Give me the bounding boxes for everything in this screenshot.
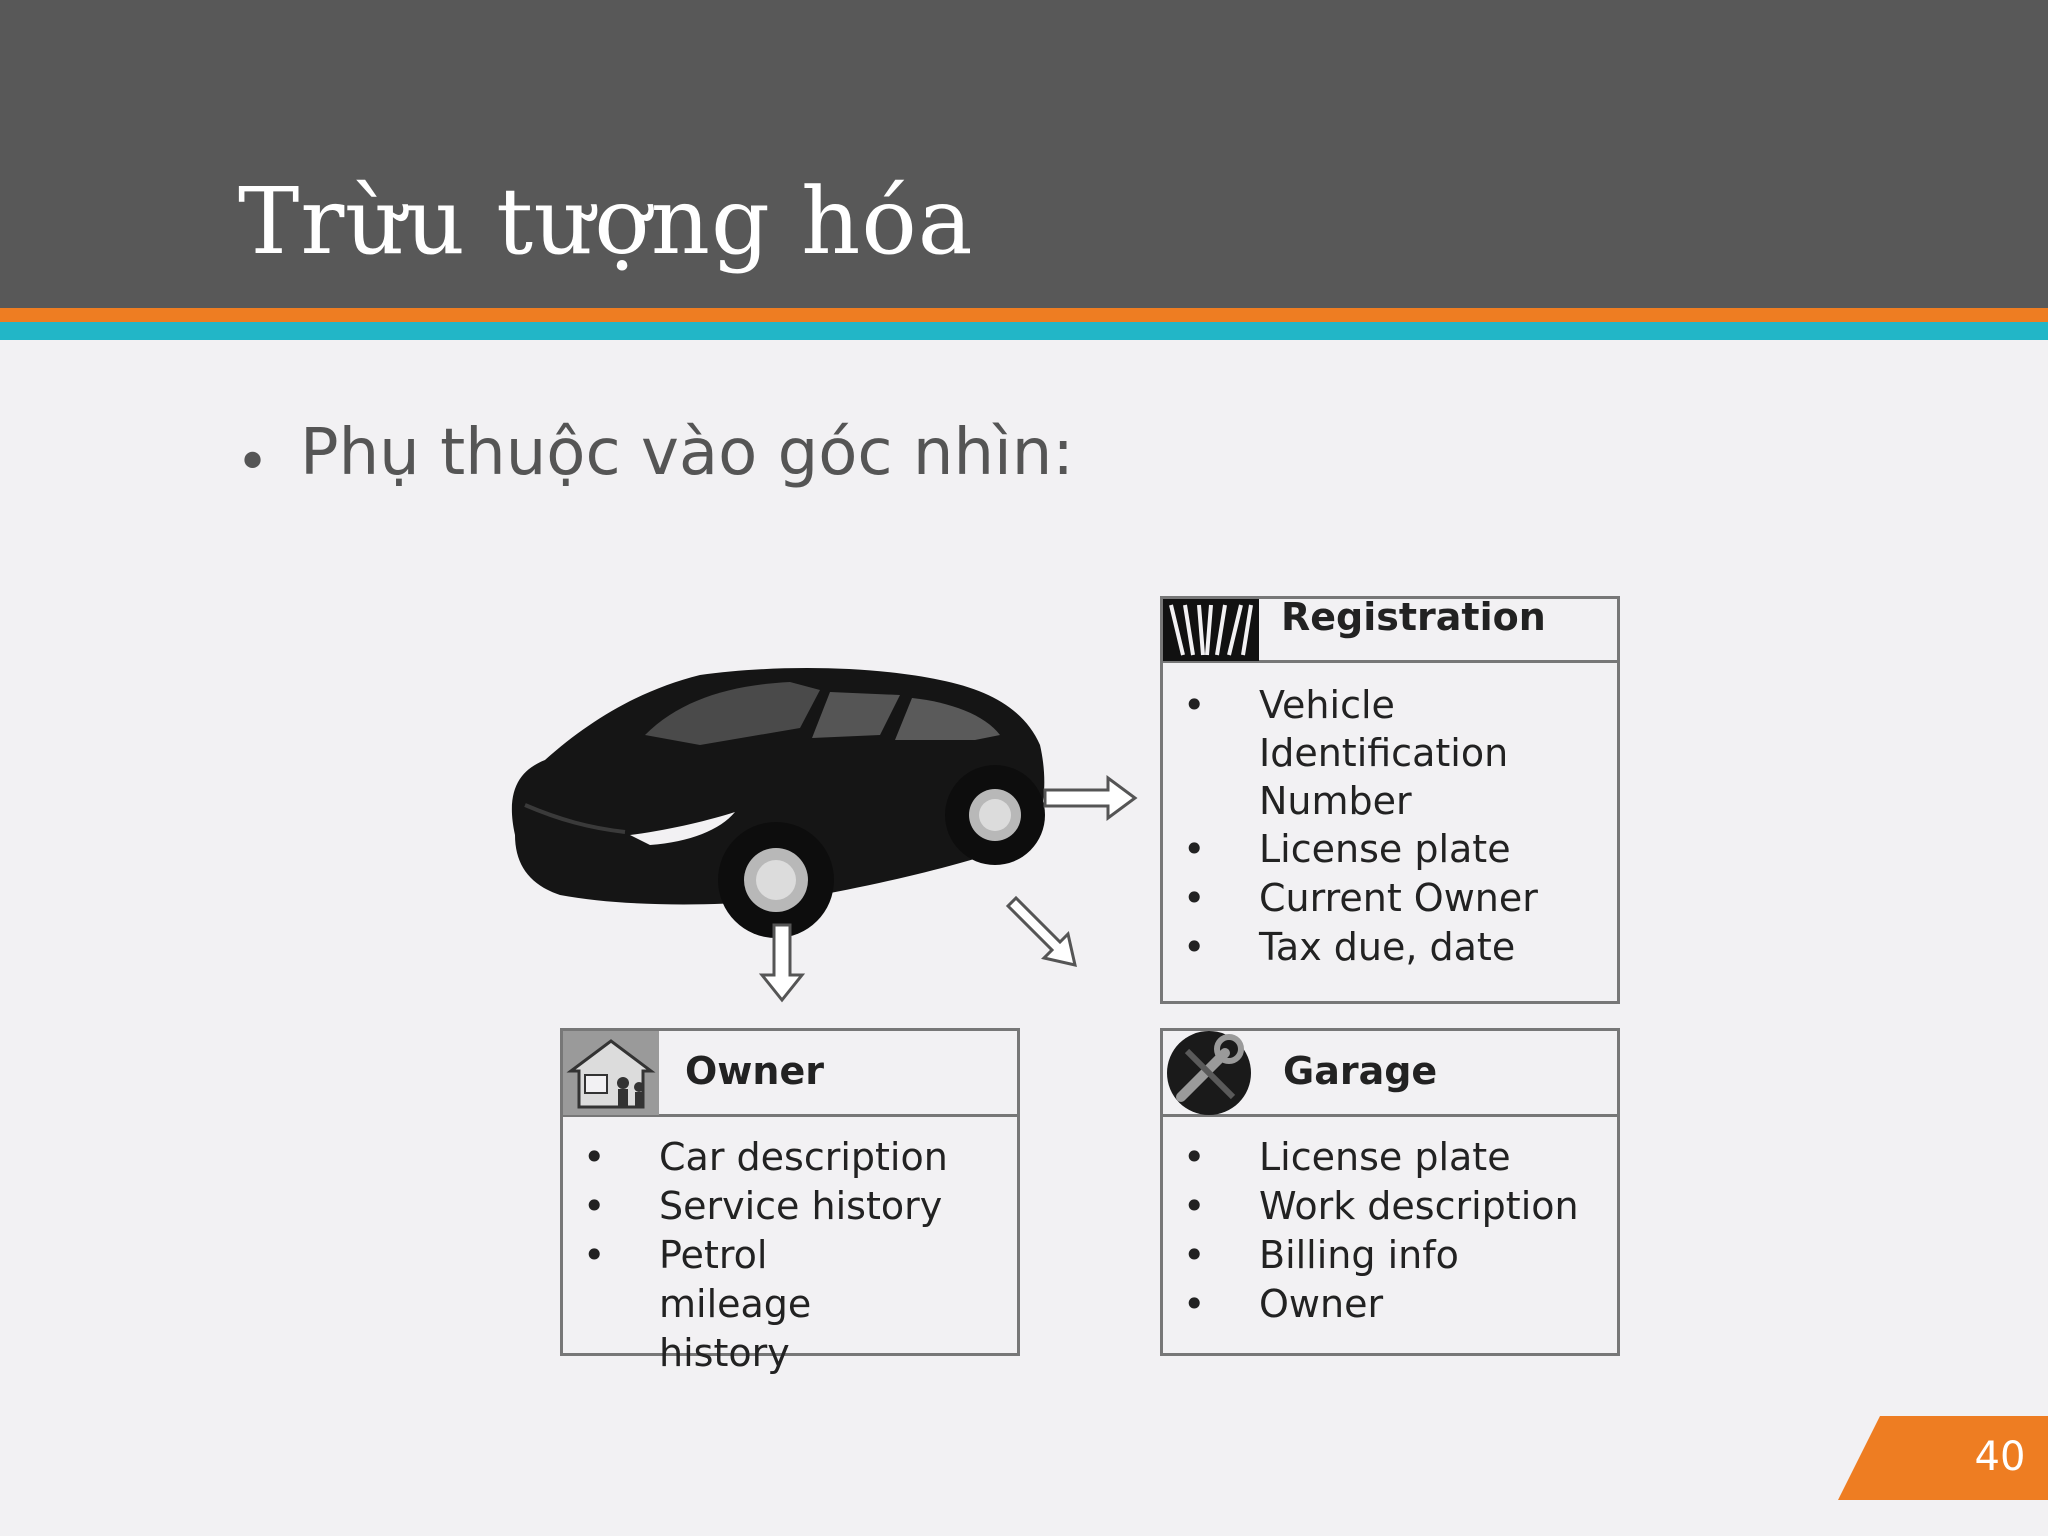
- list-item: Petrol mileage history: [563, 1231, 919, 1378]
- bullet-text: Phụ thuộc vào góc nhìn:: [300, 416, 1074, 490]
- garage-list: License plate Work description Billing i…: [1163, 1133, 1603, 1329]
- list-item: Car description: [563, 1133, 1003, 1182]
- list-item: License plate: [1163, 1133, 1603, 1182]
- slide-header: [0, 0, 2048, 308]
- owner-list: Car description Service history Petrol m…: [563, 1133, 1003, 1378]
- barcode-icon: [1163, 599, 1259, 661]
- bullet-marker: •: [236, 430, 270, 495]
- arrow-down-icon: [758, 923, 806, 1003]
- list-item: Service history: [563, 1182, 1003, 1231]
- registration-title: Registration: [1281, 595, 1546, 639]
- header-orange-stripe: [0, 308, 2048, 322]
- owner-title: Owner: [685, 1049, 824, 1093]
- garage-box: Garage License plate Work description Bi…: [1160, 1028, 1620, 1356]
- registration-list: Vehicle Identification Number License pl…: [1163, 681, 1603, 972]
- list-item: Tax due, date: [1163, 923, 1603, 972]
- owner-box: Owner Car description Service history Pe…: [560, 1028, 1020, 1375]
- arrow-diagonal-icon: [1005, 895, 1077, 967]
- arrow-right-icon: [1043, 775, 1138, 821]
- list-item: Vehicle Identification Number: [1163, 681, 1508, 825]
- page-number: 40: [1974, 1434, 2026, 1480]
- garage-title: Garage: [1283, 1049, 1438, 1093]
- wrench-icon: [1167, 1031, 1251, 1115]
- list-item: Billing info: [1163, 1231, 1603, 1280]
- garage-header: [1163, 1031, 1617, 1117]
- list-item: Owner: [1163, 1280, 1603, 1329]
- header-teal-stripe: [0, 322, 2048, 340]
- slide-title: Trừu tượng hóa: [238, 168, 974, 275]
- car-icon: [511, 668, 1045, 938]
- list-item: Work description: [1163, 1182, 1603, 1231]
- list-item: License plate: [1163, 825, 1603, 874]
- owner-header: [563, 1031, 1017, 1117]
- list-item: Current Owner: [1163, 874, 1603, 923]
- registration-header: [1163, 599, 1617, 663]
- house-family-icon: [563, 1031, 659, 1115]
- registration-box: Registration Vehicle Identification Numb…: [1160, 595, 1620, 1004]
